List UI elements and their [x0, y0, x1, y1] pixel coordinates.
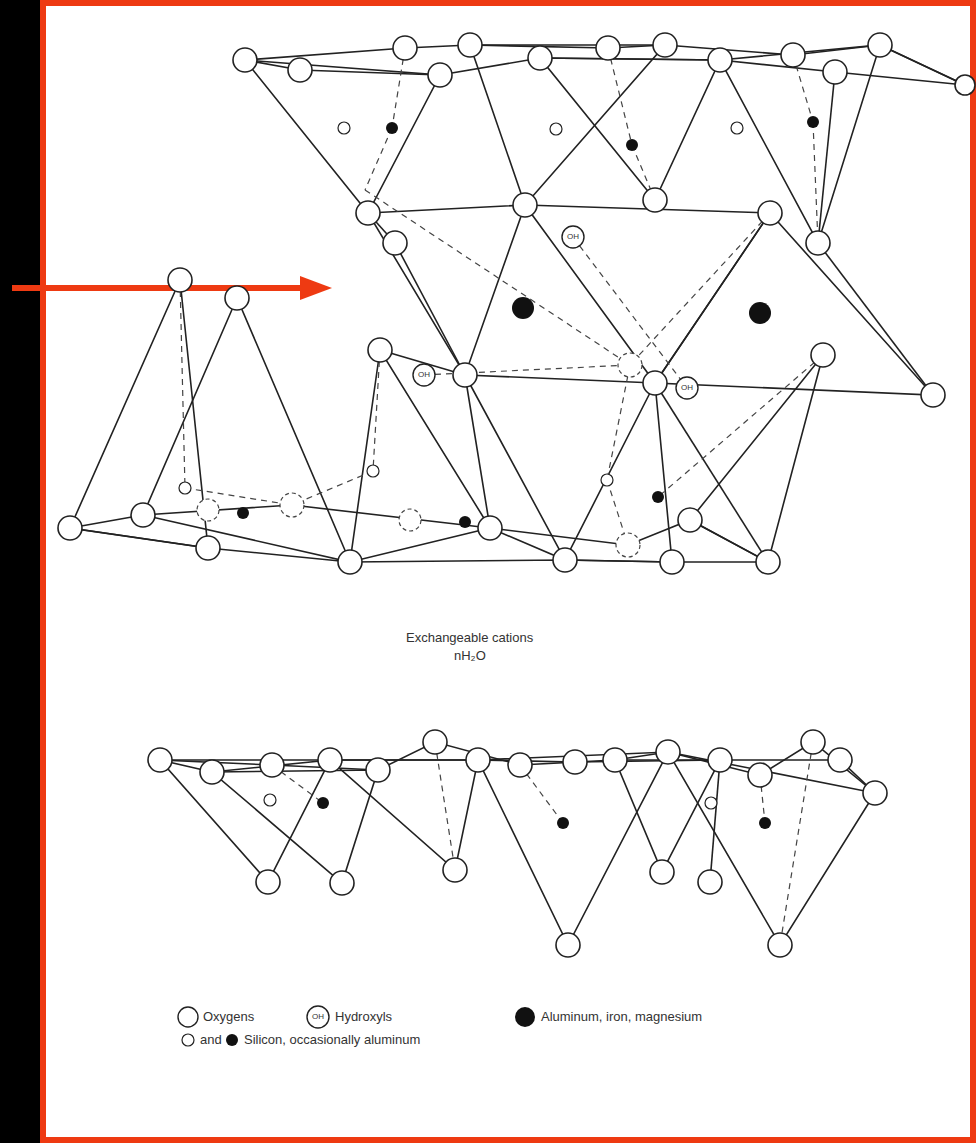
hidden-oxygen-atoms	[197, 353, 642, 557]
octahedral-cations	[512, 297, 771, 1027]
hydroxyl-symbol: OH	[418, 371, 430, 380]
hydroxyl-atoms	[307, 226, 698, 1028]
interlayer-label: Exchangeable cations	[406, 631, 533, 645]
hydroxyl-symbol: OH	[681, 384, 693, 393]
legend-connector-word: and	[200, 1033, 222, 1047]
frame	[40, 0, 976, 1143]
legend-oxygen-sample	[178, 1007, 198, 1027]
hidden-bonds	[180, 48, 823, 945]
silicon-atoms-back	[179, 122, 743, 1046]
silicon-atoms	[226, 116, 819, 1046]
legend-text: Hydroxyls	[335, 1010, 392, 1024]
legend-text: Oxygens	[203, 1010, 254, 1024]
legend-text: Aluminum, iron, magnesium	[541, 1010, 702, 1024]
legend-text: Silicon, occasionally aluminum	[244, 1033, 420, 1047]
hydroxyl-symbol: OH	[312, 1013, 324, 1022]
hydroxyl-symbol: OH	[567, 233, 579, 242]
interlayer-label: nH₂O	[454, 649, 486, 663]
bonds	[70, 45, 965, 945]
oxygen-atoms	[58, 33, 975, 957]
